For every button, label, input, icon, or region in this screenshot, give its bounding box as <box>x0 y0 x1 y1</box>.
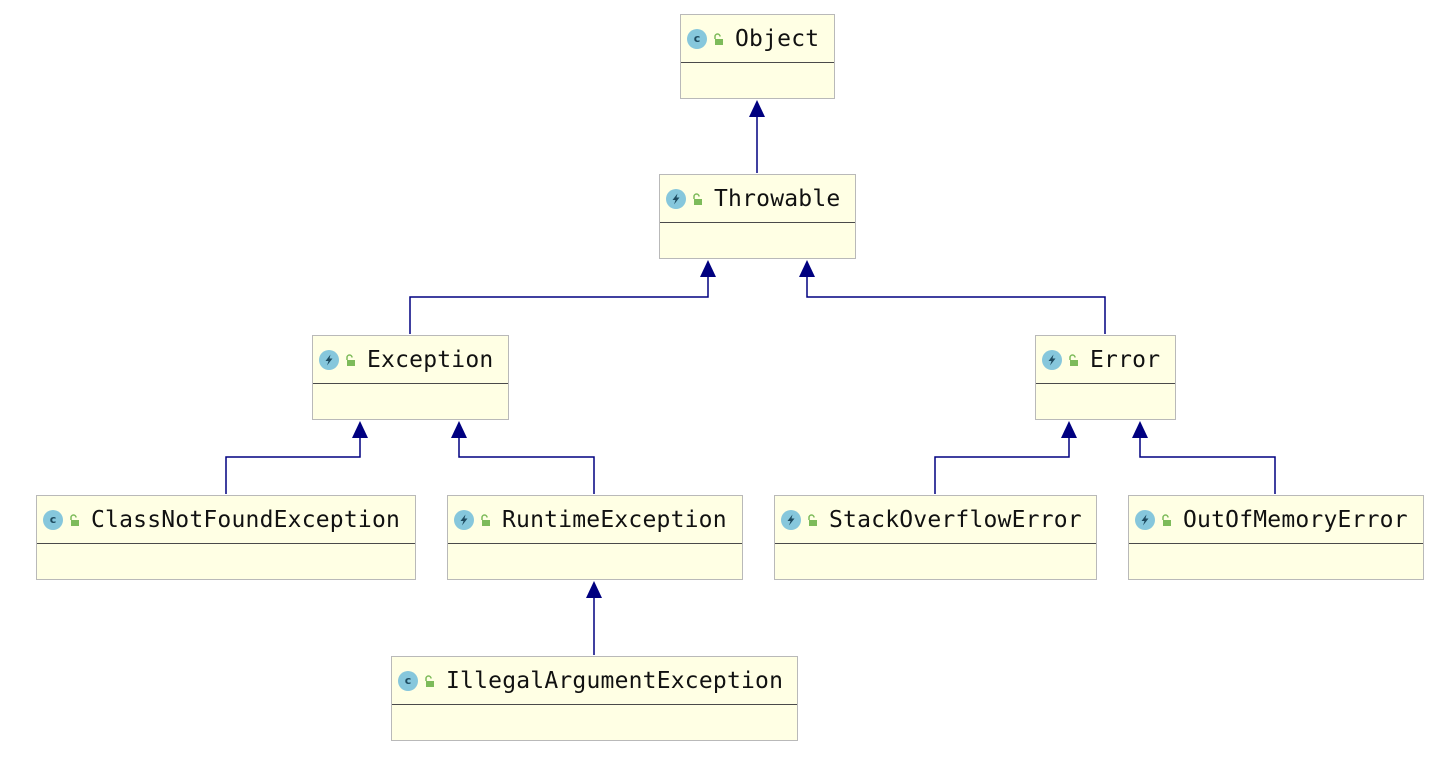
class-node-runtimeexception[interactable]: RuntimeException <box>447 495 743 580</box>
edge-error-throwable <box>799 260 1106 334</box>
lightning-icon <box>1135 509 1155 530</box>
public-lock-icon <box>346 353 355 366</box>
class-node-outofmemoryerror[interactable]: OutOfMemoryError <box>1128 495 1424 580</box>
class-name: Exception <box>367 346 494 373</box>
public-lock-icon <box>1069 353 1078 366</box>
lightning-icon <box>454 509 474 530</box>
public-lock-icon <box>425 674 434 687</box>
class-name: IllegalArgumentException <box>446 667 784 694</box>
edge-illegalargument-runtime <box>586 581 602 655</box>
public-lock-icon <box>693 192 702 205</box>
lightning-icon <box>319 349 339 370</box>
public-lock-icon <box>714 32 723 45</box>
class-name: StackOverflowError <box>829 506 1082 533</box>
edge-runtime-exception <box>451 421 595 494</box>
class-name: Object <box>735 25 820 52</box>
edge-exception-throwable <box>409 260 716 334</box>
edge-throwable-object <box>749 100 765 173</box>
class-node-error[interactable]: Error <box>1035 335 1176 420</box>
lightning-icon <box>666 188 686 209</box>
edge-outofmemory-error <box>1132 421 1276 494</box>
class-name: RuntimeException <box>502 506 727 533</box>
class-node-throwable[interactable]: Throwable <box>659 174 856 259</box>
edge-classnotfound-exception <box>225 421 368 494</box>
public-lock-icon <box>70 513 79 526</box>
public-lock-icon <box>808 513 817 526</box>
class-name: OutOfMemoryError <box>1183 506 1408 533</box>
class-name: Error <box>1090 346 1161 373</box>
class-name: Throwable <box>714 185 841 212</box>
class-node-object[interactable]: c Object <box>680 14 835 99</box>
lightning-icon <box>1042 349 1062 370</box>
class-icon: c <box>687 28 707 49</box>
lightning-icon <box>781 509 801 530</box>
public-lock-icon <box>481 513 490 526</box>
class-node-illegalargumentexception[interactable]: c IllegalArgumentException <box>391 656 798 741</box>
class-name: ClassNotFoundException <box>91 506 401 533</box>
class-icon: c <box>43 509 63 530</box>
class-node-exception[interactable]: Exception <box>312 335 509 420</box>
edge-stackoverflow-error <box>934 421 1077 494</box>
class-node-stackoverflowerror[interactable]: StackOverflowError <box>774 495 1097 580</box>
public-lock-icon <box>1162 513 1171 526</box>
class-icon: c <box>398 670 418 691</box>
class-node-classnotfoundexception[interactable]: c ClassNotFoundException <box>36 495 416 580</box>
